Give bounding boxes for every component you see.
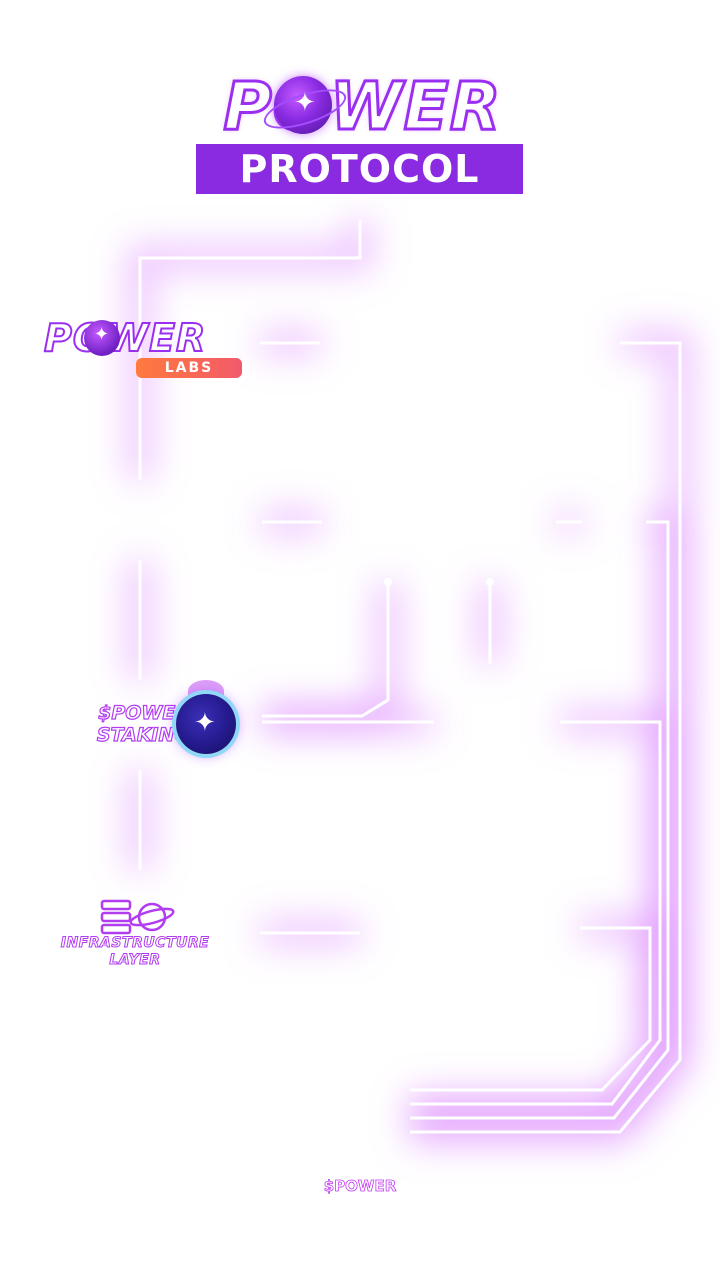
planet-orb-icon (274, 76, 332, 134)
staking-label: $POWER STAKING (40, 701, 191, 746)
infrastructure-line-1: INFRASTRUCTURE (60, 935, 210, 952)
infrastructure-layer-logo[interactable]: INFRASTRUCTURE LAYER (40, 895, 230, 975)
sparkle-icon: ✦ (94, 324, 110, 345)
planet-orb-icon (84, 320, 120, 356)
power-staking-logo[interactable]: $POWER STAKING ✦ (40, 680, 245, 756)
staking-line-1: $POWER (98, 701, 191, 724)
sparkle-icon: ✦ (194, 708, 216, 738)
planet-orb-icon (176, 694, 236, 754)
infrastructure-label: INFRASTRUCTURE LAYER (40, 935, 230, 969)
footer-ticker: $POWER (323, 1177, 397, 1196)
infrastructure-line-2: LAYER (109, 952, 161, 969)
power-protocol-logo: POWER ✦ PROTOCOL (190, 68, 535, 194)
sparkle-icon: ✦ (294, 88, 316, 118)
logo-title: POWER (222, 68, 502, 145)
labs-title: POWER (43, 316, 207, 360)
infrastructure-icon (100, 899, 175, 935)
labs-badge: LABS (136, 358, 242, 378)
staking-line-2: STAKING (96, 723, 190, 746)
power-labs-logo[interactable]: POWER ✦ LABS (43, 316, 249, 382)
logo-subtitle: PROTOCOL (196, 144, 523, 194)
